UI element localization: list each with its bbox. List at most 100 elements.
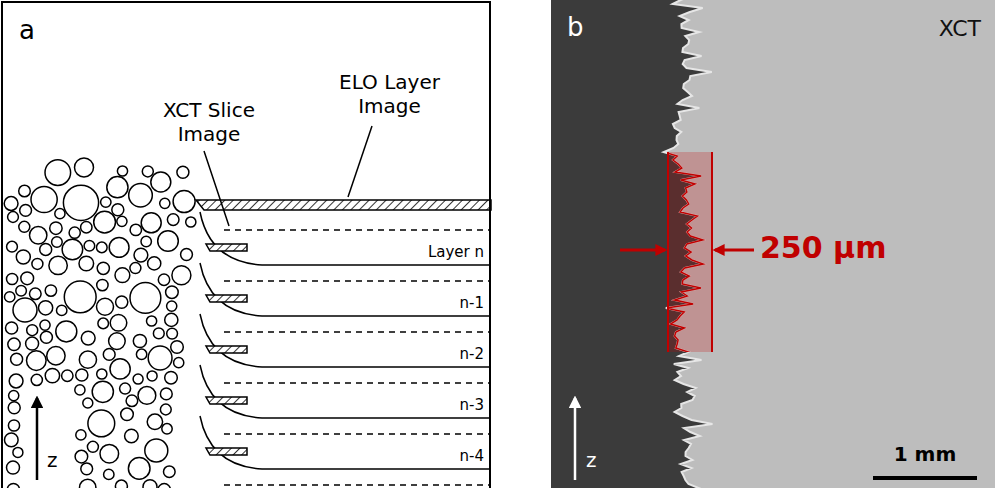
powder-particle (92, 381, 113, 402)
powder-particle (171, 341, 184, 354)
powder-particle (76, 430, 86, 440)
elo-layer-image (206, 244, 247, 251)
powder-particle (87, 441, 98, 452)
scale-label: 1 mm (894, 442, 957, 466)
powder-particle (160, 404, 171, 415)
powder-particle (97, 279, 108, 290)
powder-particle (97, 298, 114, 315)
powder-particle (56, 321, 77, 342)
powder-particle (110, 315, 127, 332)
powder-particle (121, 408, 134, 421)
powder-particle (8, 402, 20, 414)
powder-particle (8, 420, 19, 431)
powder-particle (16, 250, 30, 264)
xct-slice-line (224, 382, 491, 384)
powder-particle (97, 242, 108, 253)
powder-particle (32, 258, 43, 269)
powder-particle (130, 283, 161, 314)
powder-particle (148, 257, 161, 270)
measure-line (667, 152, 669, 352)
powder-particle (19, 185, 31, 197)
powder-particle (5, 292, 15, 302)
powder-particle (164, 466, 176, 478)
layer-boundary (200, 416, 491, 469)
powder-particle (94, 211, 116, 233)
powder-particle (31, 374, 42, 385)
powder-particle (63, 185, 98, 220)
powder-particle (19, 221, 30, 232)
powder-particle (174, 358, 184, 368)
powder-particle (55, 209, 65, 219)
powder-particle (167, 328, 178, 339)
powder-particle (165, 371, 178, 384)
powder-particle (167, 301, 177, 311)
powder-particle (115, 268, 130, 283)
xct-slice-line (224, 331, 491, 333)
elo-layer-image (196, 200, 491, 210)
powder-particle (7, 273, 18, 284)
powder-particle (117, 216, 127, 226)
powder-particle (107, 177, 128, 198)
powder-particle (158, 274, 169, 285)
powder-particle (141, 236, 151, 246)
powder-particle (6, 322, 18, 334)
powder-particle (57, 305, 67, 315)
powder-particle (160, 198, 170, 208)
powder-particle (81, 331, 95, 345)
powder-particle (162, 424, 172, 434)
powder-particle (177, 166, 189, 178)
powder-particle (112, 204, 124, 216)
powder-particle (97, 369, 107, 379)
powder-particle (49, 256, 67, 274)
powder-particle (11, 353, 23, 365)
layer-label: n-1 (458, 294, 486, 312)
powder-particle (109, 333, 126, 350)
powder-particle (130, 224, 141, 235)
powder-particle (97, 262, 109, 274)
powder-particle (13, 298, 37, 322)
elo-layer-image (206, 295, 247, 302)
callout-label: XCT Slice Image (150, 98, 268, 146)
powder-particle (142, 166, 153, 177)
xct-slice-line (224, 433, 491, 435)
powder-particle (79, 351, 96, 368)
powder-particle (148, 346, 172, 370)
powder-particle (75, 385, 85, 395)
layer-boundary (200, 263, 491, 316)
powder-particle (45, 285, 56, 296)
powder-particle (116, 296, 128, 308)
measure-edge (668, 152, 712, 352)
powder-particle (47, 347, 65, 365)
powder-particles (4, 158, 196, 488)
powder-particle (147, 371, 157, 381)
xct-slice-line (224, 229, 491, 231)
powder-particle (50, 222, 62, 234)
powder-particle (9, 374, 23, 388)
powder-particle (20, 205, 32, 217)
powder-particle (120, 383, 131, 394)
powder-particle (98, 318, 109, 329)
powder-particle (9, 391, 19, 401)
powder-particle (45, 160, 71, 186)
powder-particle (158, 484, 171, 488)
powder-particle (45, 368, 59, 382)
z-axis-arrow (574, 398, 577, 480)
powder-particle (52, 237, 63, 248)
powder-particle (8, 212, 19, 223)
image-tag: XCT (939, 16, 981, 42)
powder-particle (21, 272, 34, 285)
powder-particle (125, 429, 139, 443)
powder-particle (40, 331, 52, 343)
powder-particle (126, 395, 138, 407)
scale-bar (873, 476, 977, 480)
powder-particle (4, 197, 18, 211)
powder-particle (138, 387, 156, 405)
elo-layer-image (206, 397, 247, 404)
powder-particle (186, 217, 196, 227)
elo-layer-image (206, 448, 247, 455)
powder-particle (7, 484, 19, 488)
powder-particle (136, 349, 146, 359)
powder-particle (100, 444, 119, 463)
axis-label: z (586, 448, 597, 472)
panel-letter: a (19, 15, 35, 46)
